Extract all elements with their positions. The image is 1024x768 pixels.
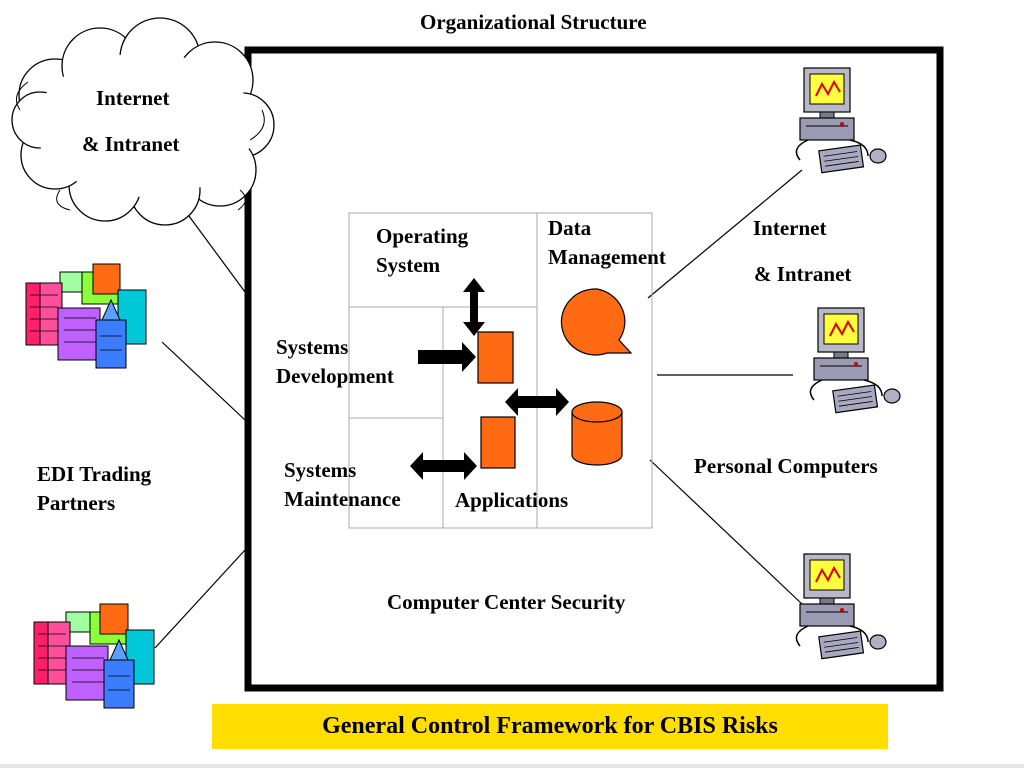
cloud-label-line2: & Intranet [82,132,180,156]
edi-label: EDI Trading Partners [37,460,151,518]
applications-label: Applications [455,488,569,512]
systems-development-label-line2: Development [276,364,394,388]
connector-lines [154,169,803,649]
computer-icon [809,307,901,414]
buildings-icon [25,263,147,369]
cloud-label-line1: Internet [96,86,170,110]
computer-center-frame [244,46,944,692]
cloud-connector [185,211,246,293]
cloud-outline-detail [15,81,265,211]
edi-label-line2: Partners [37,491,116,515]
systems-development-label-line1: Systems [276,335,349,359]
arrow-applications-data [505,388,569,416]
arrow-systems-development [418,342,476,372]
database-icon [571,401,623,466]
computer-icon [795,553,887,660]
arrow-systems-maintenance [410,452,477,480]
cloud-icon [11,17,275,226]
edi-label-line1: EDI Trading [37,462,152,486]
operating-system-block [477,331,514,384]
banner: General Control Framework for CBIS Risks [212,704,888,749]
systems-maintenance-label-line1: Systems [284,458,357,482]
pc-bottom-connector [649,459,803,605]
operating-system-label-line1: Operating [376,224,469,248]
systems-development-label: Systems Development [276,333,394,391]
security-label: Computer Center Security [387,590,626,614]
computer-icon [795,67,887,174]
module-grid [348,212,653,529]
data-management-label-line1: Data [548,216,592,240]
banner-text: General Control Framework for CBIS Risks [322,713,778,739]
edi-top-connector [161,341,246,421]
pc-top-connector [647,169,803,299]
edi-bottom-connector [154,549,246,649]
data-management-label-line2: Management [548,245,666,269]
right-network-label-line2: & Intranet [754,262,852,286]
right-network-label-line1: Internet [753,216,827,240]
data-management-label: Data Management [548,214,666,272]
operating-system-label-line2: System [376,253,441,277]
arrows [410,278,569,480]
personal-computers-label: Personal Computers [694,454,878,478]
arrow-operating-system [463,278,485,336]
bottom-rule [0,764,1024,768]
page-title: Organizational Structure [420,10,647,34]
operating-system-label: Operating System [376,222,468,280]
buildings-icon [33,603,155,709]
systems-maintenance-label: Systems Maintenance [284,456,401,514]
applications-block [480,416,516,469]
systems-maintenance-label-line2: Maintenance [284,487,401,511]
data-management-shape [560,288,633,356]
